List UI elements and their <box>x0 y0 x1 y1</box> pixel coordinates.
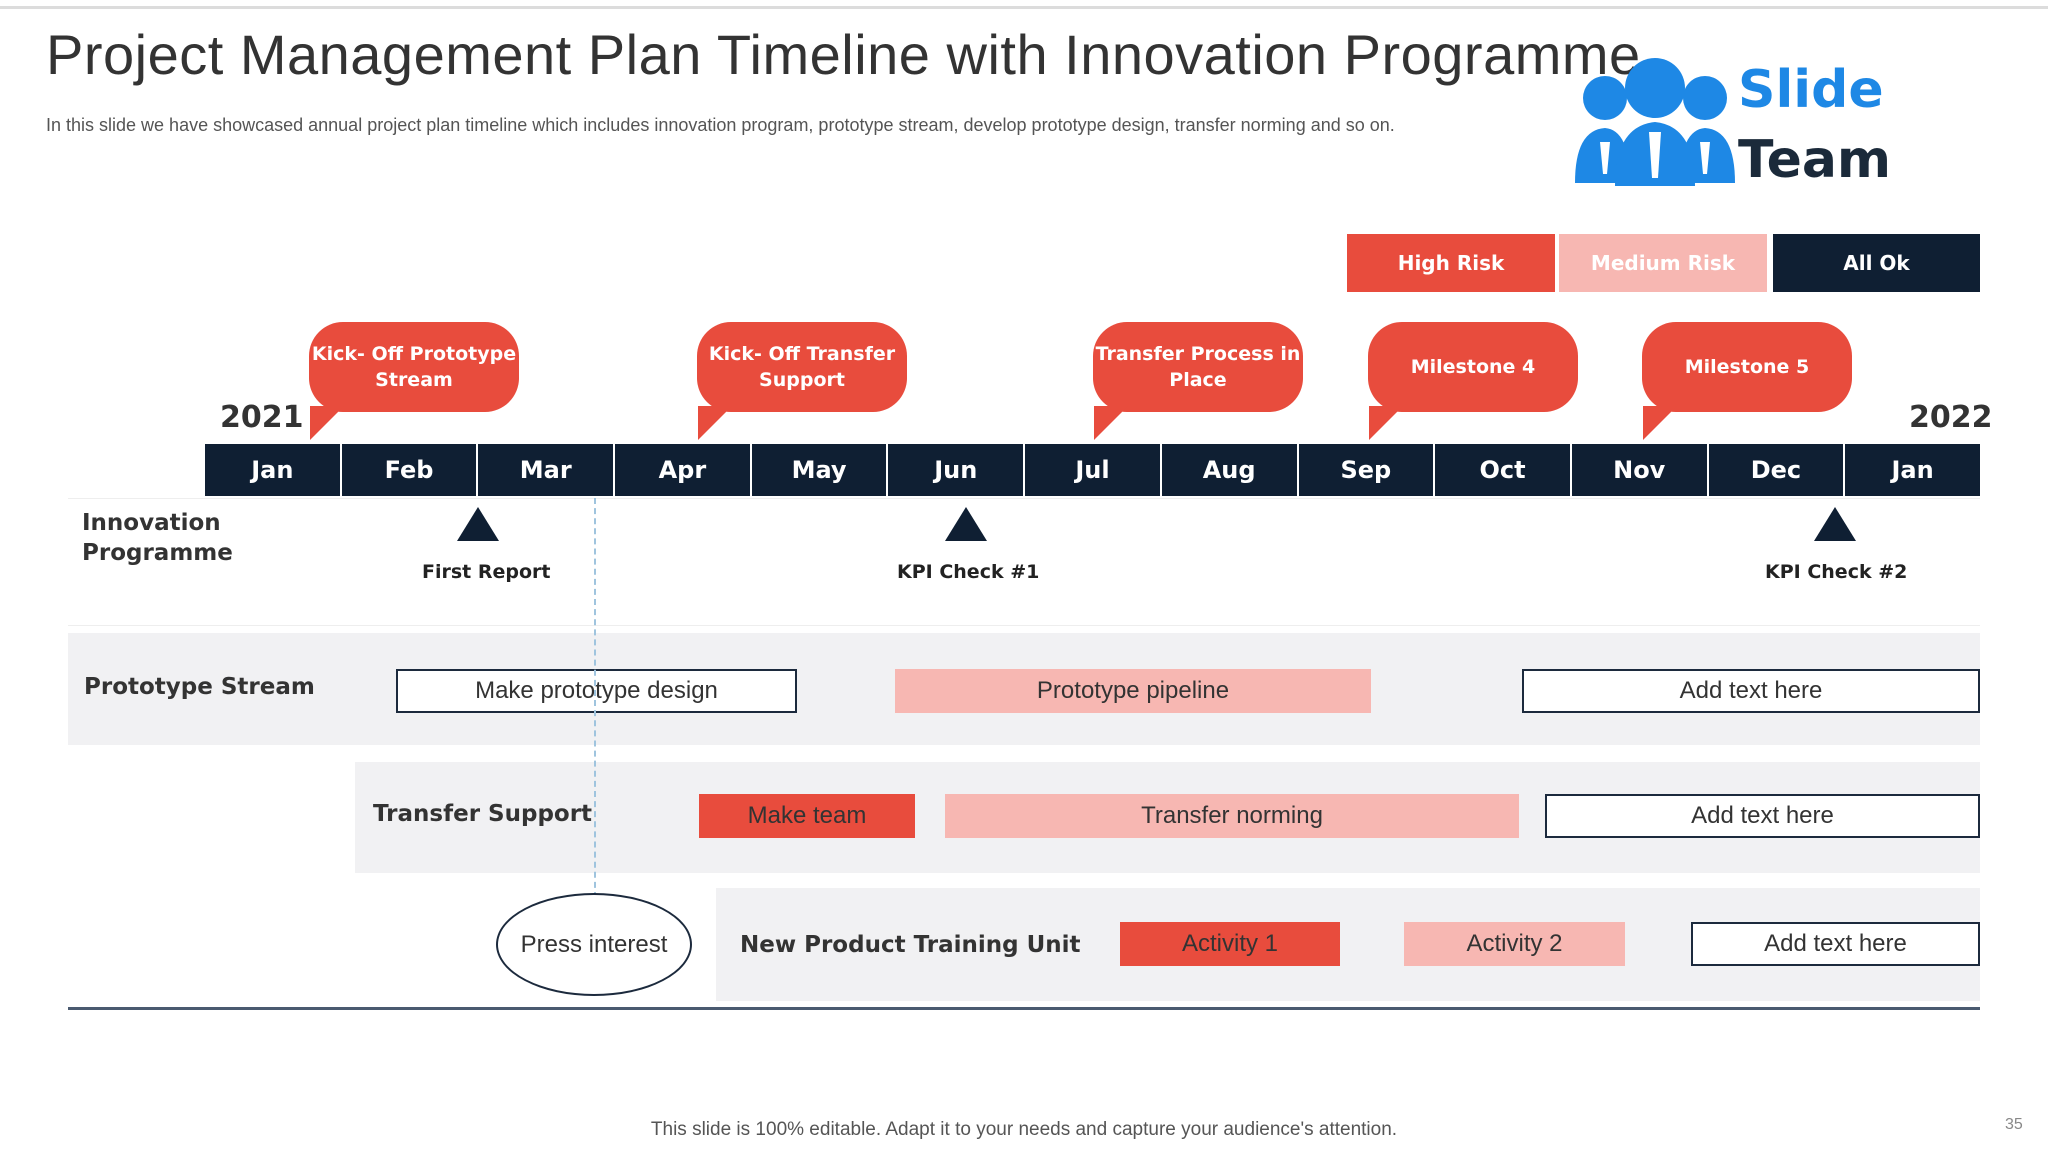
row-label-innovation: Innovation Programme <box>82 510 233 566</box>
legend-medium-risk: Medium Risk <box>1559 234 1767 292</box>
page-title: Project Management Plan Timeline with In… <box>46 23 1641 86</box>
month-jan: Jan <box>205 444 342 496</box>
bottom-rule <box>68 1007 1980 1010</box>
bubble-tail <box>1369 406 1403 440</box>
people-icon <box>1575 58 1735 186</box>
month-jul: Jul <box>1025 444 1162 496</box>
month-aug: Aug <box>1162 444 1299 496</box>
logo-text-slide: Slide <box>1738 60 1884 120</box>
year-end: 2022 <box>1909 400 1993 435</box>
month-bar: Jan Feb Mar Apr May Jun Jul Aug Sep Oct … <box>205 444 1980 496</box>
dashed-guide-line <box>594 498 596 898</box>
bubble-kickoff-transfer: Kick- Off Transfer Support <box>697 322 907 412</box>
month-nov: Nov <box>1572 444 1709 496</box>
bubble-milestone-5: Milestone 5 <box>1642 322 1852 412</box>
row-label-prototype: Prototype Stream <box>84 674 315 700</box>
month-may: May <box>752 444 889 496</box>
month-sep: Sep <box>1299 444 1436 496</box>
task-activity-2: Activity 2 <box>1404 922 1625 966</box>
task-add-text-transfer: Add text here <box>1545 794 1980 838</box>
page-number: 35 <box>2005 1116 2023 1133</box>
month-mar: Mar <box>478 444 616 496</box>
row-label-transfer: Transfer Support <box>373 801 593 827</box>
milestone-kpi-check-2: KPI Check #2 <box>1765 561 1908 583</box>
task-transfer-norming: Transfer norming <box>945 794 1519 838</box>
row-innovation <box>68 498 1980 626</box>
slideteam-logo: Slide Team <box>1570 58 1892 193</box>
press-interest-ellipse: Press interest <box>496 893 692 996</box>
row-label-training: New Product Training Unit <box>740 932 1081 958</box>
milestone-triangle-icon <box>945 507 987 541</box>
month-oct: Oct <box>1435 444 1572 496</box>
milestone-triangle-icon <box>457 507 499 541</box>
milestone-first-report: First Report <box>422 561 551 583</box>
footer-note: This slide is 100% editable. Adapt it to… <box>650 1119 1398 1140</box>
page-subtitle: In this slide we have showcased annual p… <box>46 115 1395 135</box>
bubble-kickoff-prototype: Kick- Off Prototype Stream <box>309 322 519 412</box>
year-start: 2021 <box>220 400 304 435</box>
bubble-tail <box>1094 406 1128 440</box>
bubble-transfer-process: Transfer Process in Place <box>1093 322 1303 412</box>
legend-high-risk: High Risk <box>1347 234 1555 292</box>
legend-all-ok: All Ok <box>1773 234 1980 292</box>
logo-text-team: Team <box>1738 130 1892 190</box>
task-prototype-pipeline: Prototype pipeline <box>895 669 1371 713</box>
month-dec: Dec <box>1709 444 1846 496</box>
month-apr: Apr <box>615 444 752 496</box>
bubble-tail <box>310 406 344 440</box>
bubble-milestone-4: Milestone 4 <box>1368 322 1578 412</box>
month-jun: Jun <box>888 444 1026 496</box>
task-add-text-prototype: Add text here <box>1522 669 1980 713</box>
bubble-tail <box>1643 406 1677 440</box>
task-make-prototype-design: Make prototype design <box>396 669 797 713</box>
bubble-tail <box>698 406 732 440</box>
month-jan-next: Jan <box>1891 456 1934 484</box>
task-make-team: Make team <box>699 794 915 838</box>
top-rule <box>0 6 2048 9</box>
milestone-kpi-check-1: KPI Check #1 <box>897 561 1040 583</box>
task-activity-1: Activity 1 <box>1120 922 1340 966</box>
milestone-triangle-icon <box>1814 507 1856 541</box>
month-feb: Feb <box>342 444 479 496</box>
task-add-text-training: Add text here <box>1691 922 1980 966</box>
